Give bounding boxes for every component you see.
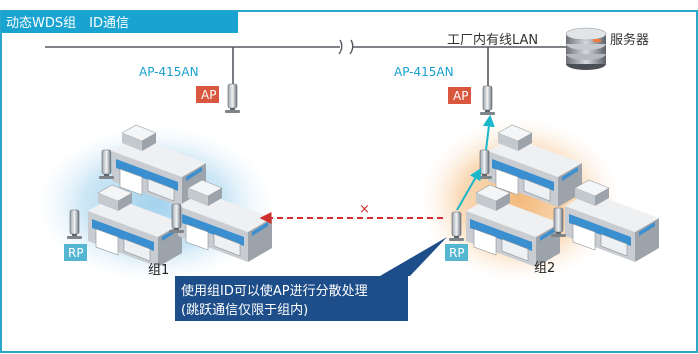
callout-line1: 使用组ID可以使AP进行分散处理 [181,283,368,299]
ap-right-model: AP-415AN [394,65,454,79]
group2-label: 组2 [534,261,555,276]
server-icon [565,27,607,70]
callout-box [175,237,447,321]
rp-left-badge-text: RP [68,246,84,260]
relay-arrow-mid-to-ap [482,114,495,151]
callout-line2: (跳跃通信仅限于组内) [181,302,308,318]
relay-arrow-rp-to-mid [456,167,482,211]
server-label: 服务器 [610,32,649,48]
ap-left-model: AP-415AN [139,65,199,79]
group1-label: 组1 [148,263,169,278]
ap-right-badge [448,87,471,104]
blocked-mark: × [359,202,370,217]
rp-right-badge-text: RP [449,246,465,260]
ap-left-badge [196,86,219,103]
lan-label: 工厂内有线LAN [447,32,538,48]
title-bar [1,11,238,33]
line-break-mark [338,39,354,55]
ap-right-badge-text: AP [453,89,468,103]
diagram-title: 动态WDS组 ID通信 [6,16,129,31]
rp-right-badge [445,244,468,261]
rp-left-badge [64,244,87,261]
ap-left-badge-text: AP [201,88,216,102]
